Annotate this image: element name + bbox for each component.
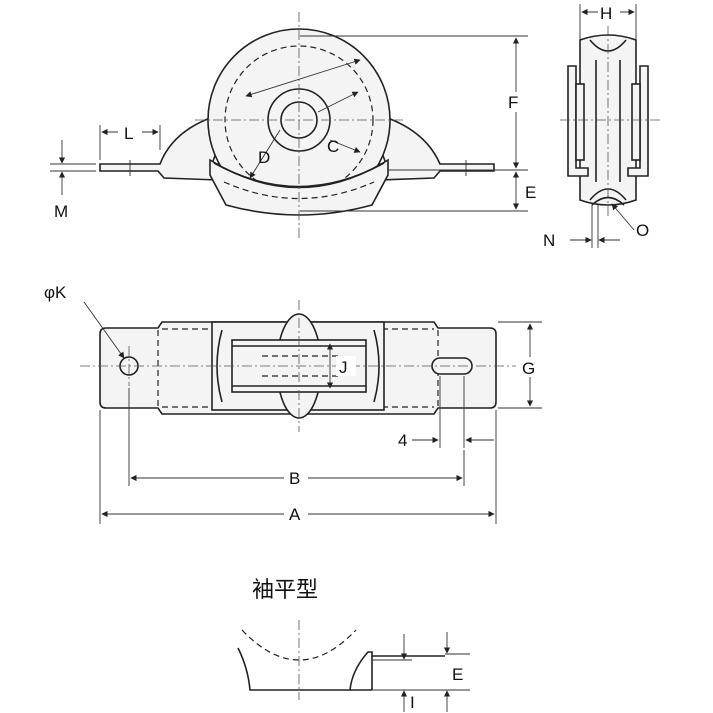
detail-dim-E-label: E <box>452 665 463 684</box>
dim-N-label: N <box>543 231 555 250</box>
mounting-slot <box>431 357 473 375</box>
dim-C-label: C <box>327 137 339 156</box>
dim-slot-label: 4 <box>398 431 407 450</box>
dim-J-label: J <box>339 358 348 377</box>
dim-A-label: A <box>289 505 301 524</box>
dim-I-label: I <box>410 693 415 712</box>
detail-profile <box>237 647 445 691</box>
dim-F-label: F <box>508 93 518 112</box>
dim-K-label: φK <box>44 283 67 302</box>
dim-B-label: B <box>289 469 300 488</box>
top-view: φK J G 4 B A <box>44 283 543 524</box>
dim-E-label: E <box>525 183 536 202</box>
dim-L-label: L <box>124 124 133 143</box>
dim-M-label: M <box>54 202 68 221</box>
wheel-groove-hidden <box>224 45 374 195</box>
front-view: D C L M F E <box>50 12 536 238</box>
bracket-right <box>627 65 649 177</box>
detail-title: 袖平型 <box>252 578 318 603</box>
bracket-left <box>567 65 589 177</box>
dim-O-label: O <box>636 221 649 240</box>
detail-view: 袖平型 I E <box>237 578 470 712</box>
dim-G-label: G <box>522 359 535 378</box>
side-view: H N O <box>543 2 660 250</box>
dim-D-label: D <box>258 148 270 167</box>
dim-H-label: H <box>600 4 612 23</box>
